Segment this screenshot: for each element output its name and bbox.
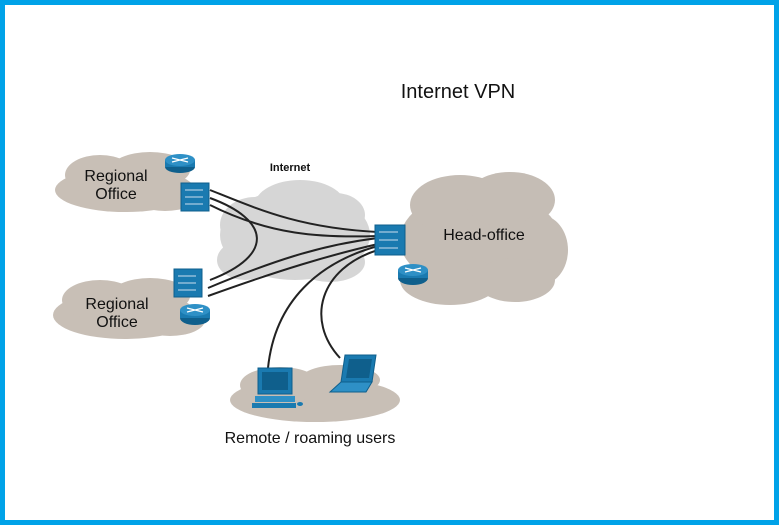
regional-office-2-label-line1: Regional [85, 296, 148, 313]
remote-users-cloud [230, 365, 400, 422]
vpn-diagram: Internet Regional Office Regional Office… [53, 81, 568, 447]
vpn-links [207, 189, 379, 369]
link-ro1-ho-b [209, 197, 258, 281]
link-laptop-ho [320, 249, 379, 359]
router-icon [398, 264, 428, 285]
regional-office-1-label-line2: Office [95, 186, 137, 203]
link-ro2-ho-a [207, 237, 379, 289]
regional-office-1-label-line1: Regional [84, 168, 147, 185]
laptop-icon [328, 354, 377, 393]
diagram-title: Internet VPN [401, 81, 516, 103]
link-ro1-ho-c [209, 204, 379, 238]
router-icon [180, 304, 210, 325]
regional-office-2-cloud [53, 278, 205, 339]
firewall-icon [173, 268, 203, 298]
internet-label: Internet [270, 162, 311, 174]
firewall-icon [374, 224, 406, 256]
regional-office-2-label-line2: Office [96, 314, 138, 331]
router-icon [165, 154, 195, 173]
link-desktop-ho [267, 245, 379, 369]
firewall-icon [180, 182, 210, 212]
head-office-label: Head-office [443, 227, 525, 244]
desktop-computer-icon [252, 367, 303, 408]
remote-users-label: Remote / roaming users [225, 430, 396, 447]
link-ro2-ho-b [207, 243, 379, 297]
link-ro1-ho-a [209, 189, 379, 233]
